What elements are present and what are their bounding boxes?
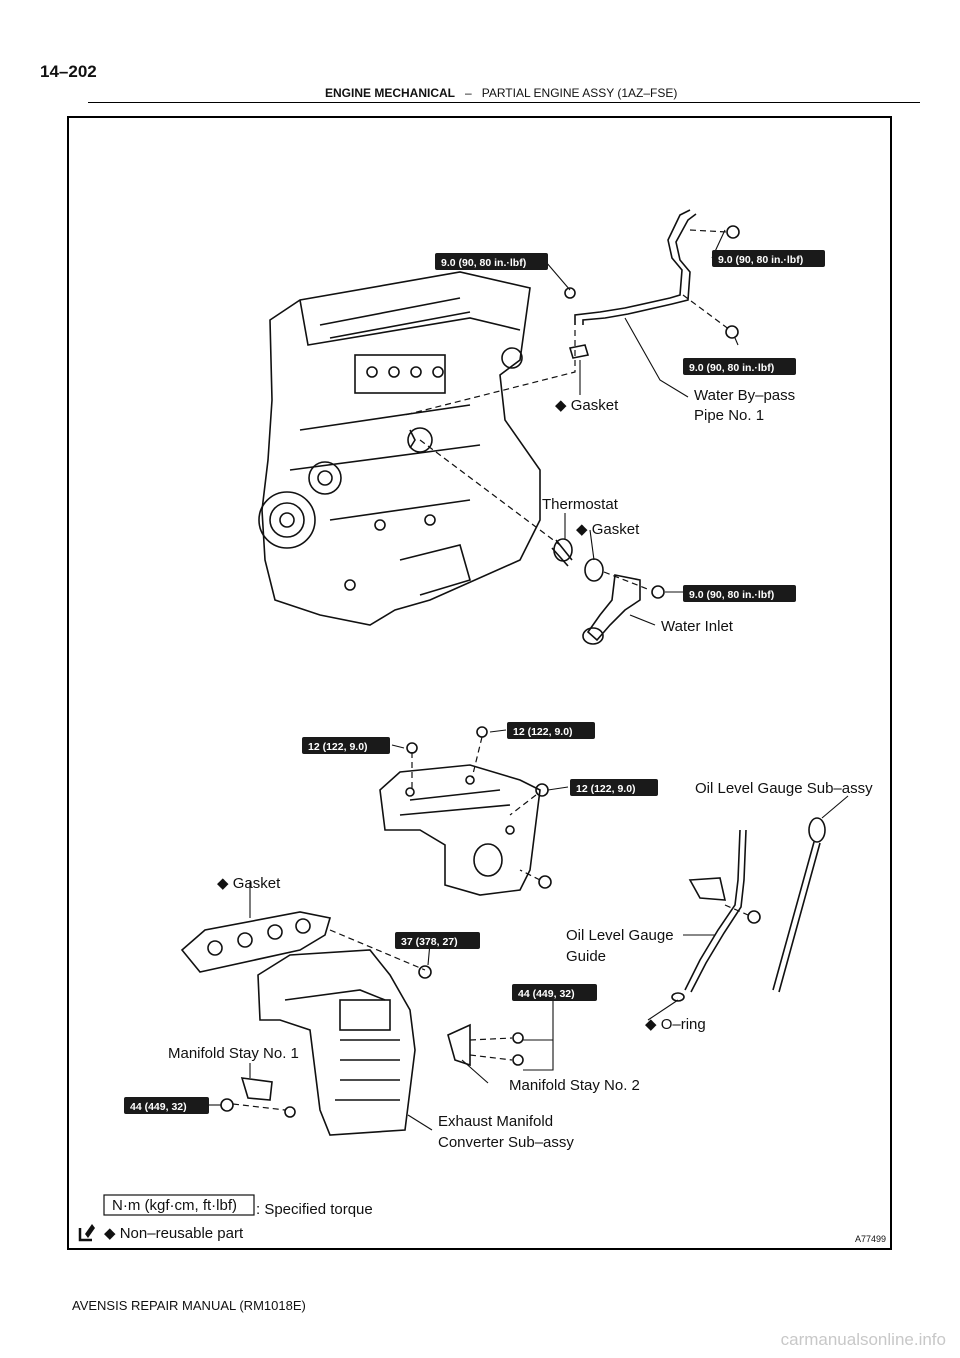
water-bypass-pipe [564, 209, 740, 359]
torque-label-2: 9.0 (90, 80 in.·lbf) [712, 250, 825, 267]
engine-block [258, 271, 541, 626]
section-title: ENGINE MECHANICAL [325, 86, 456, 100]
label-exhaust-2: Converter Sub–assy [438, 1134, 574, 1151]
subsection-title: PARTIAL ENGINE ASSY (1AZ–FSE) [481, 86, 678, 100]
torque-label-7: 12 (122, 9.0) [570, 779, 658, 796]
torque-label-8: 37 (378, 27) [395, 932, 480, 949]
figure-id: A77499 [854, 1234, 886, 1244]
header-rule [88, 102, 920, 103]
label-water-bypass-2: Pipe No. 1 [694, 407, 764, 424]
label-manifold-stay-1: Manifold Stay No. 1 [168, 1045, 299, 1062]
page-number: 14–202 [40, 62, 97, 81]
manifold-stay-2 [447, 1023, 524, 1067]
label-oil-level-gauge: Oil Level Gauge Sub–assy [695, 780, 873, 797]
header-separator: – [465, 86, 472, 100]
svg-text:9.0 (90, 80 in.·lbf): 9.0 (90, 80 in.·lbf) [689, 589, 774, 601]
svg-text:12 (122, 9.0): 12 (122, 9.0) [576, 783, 636, 795]
legend-unit: N·m (kgf·cm, ft·lbf) [112, 1197, 237, 1214]
footer: AVENSIS REPAIR MANUAL (RM1018E) [72, 1298, 306, 1313]
figure-frame: A77499 [67, 116, 892, 1250]
svg-text:12 (122, 9.0): 12 (122, 9.0) [308, 741, 368, 753]
torque-label-6: 12 (122, 9.0) [507, 722, 595, 739]
manifold-stay-1 [220, 1077, 296, 1118]
label-exhaust-1: Exhaust Manifold [438, 1113, 553, 1130]
heat-insulator [379, 726, 552, 896]
oil-level-gauge [772, 817, 826, 993]
label-gasket-mid: ◆ Gasket [576, 521, 640, 538]
torque-label-10: 44 (449, 32) [124, 1097, 209, 1114]
svg-text:12 (122, 9.0): 12 (122, 9.0) [513, 726, 573, 738]
label-oil-gauge-guide-1: Oil Level Gauge [566, 927, 674, 944]
page-header: ENGINE MECHANICAL – PARTIAL ENGINE ASSY … [325, 86, 677, 100]
torque-label-4: 9.0 (90, 80 in.·lbf) [683, 585, 796, 602]
torque-labels: 9.0 (90, 80 in.·lbf) 9.0 (90, 80 in.·lbf… [124, 250, 825, 1114]
svg-text:44 (449, 32): 44 (449, 32) [518, 988, 575, 1000]
exhaust-manifold [257, 949, 432, 1136]
label-gasket-low: ◆ Gasket [217, 875, 281, 892]
svg-text:9.0 (90, 80 in.·lbf): 9.0 (90, 80 in.·lbf) [441, 257, 526, 269]
torque-label-9: 44 (449, 32) [512, 984, 597, 1001]
legend-nonreusable: ◆ Non–reusable part [104, 1225, 244, 1242]
torque-label-1: 9.0 (90, 80 in.·lbf) [435, 253, 548, 270]
label-water-bypass-1: Water By–pass [694, 387, 795, 404]
svg-text:9.0 (90, 80 in.·lbf): 9.0 (90, 80 in.·lbf) [689, 362, 774, 374]
svg-text:37 (378, 27): 37 (378, 27) [401, 936, 458, 948]
label-water-inlet: Water Inlet [661, 618, 734, 635]
part-labels: ◆ Gasket Water By–pass Pipe No. 1 Thermo… [168, 387, 873, 1151]
label-oil-gauge-guide-2: Guide [566, 948, 606, 965]
watermark: carmanualsonline.info [780, 1330, 946, 1349]
oil-level-gauge-guide [671, 829, 761, 1002]
torque-label-3: 9.0 (90, 80 in.·lbf) [683, 358, 796, 375]
label-gasket-top: ◆ Gasket [555, 397, 619, 414]
legend-specified: : Specified torque [256, 1201, 373, 1218]
label-manifold-stay-2: Manifold Stay No. 2 [509, 1077, 640, 1094]
torque-label-5: 12 (122, 9.0) [302, 737, 390, 754]
legend: N·m (kgf·cm, ft·lbf) : Specified torque … [78, 1194, 373, 1242]
label-o-ring: ◆ O–ring [645, 1016, 706, 1033]
label-thermostat: Thermostat [542, 496, 619, 513]
svg-text:9.0 (90, 80 in.·lbf): 9.0 (90, 80 in.·lbf) [718, 254, 803, 266]
water-inlet-assembly [551, 538, 665, 645]
new-part-icon [78, 1224, 95, 1242]
exhaust-gasket [180, 911, 332, 973]
svg-text:44 (449, 32): 44 (449, 32) [130, 1101, 187, 1113]
